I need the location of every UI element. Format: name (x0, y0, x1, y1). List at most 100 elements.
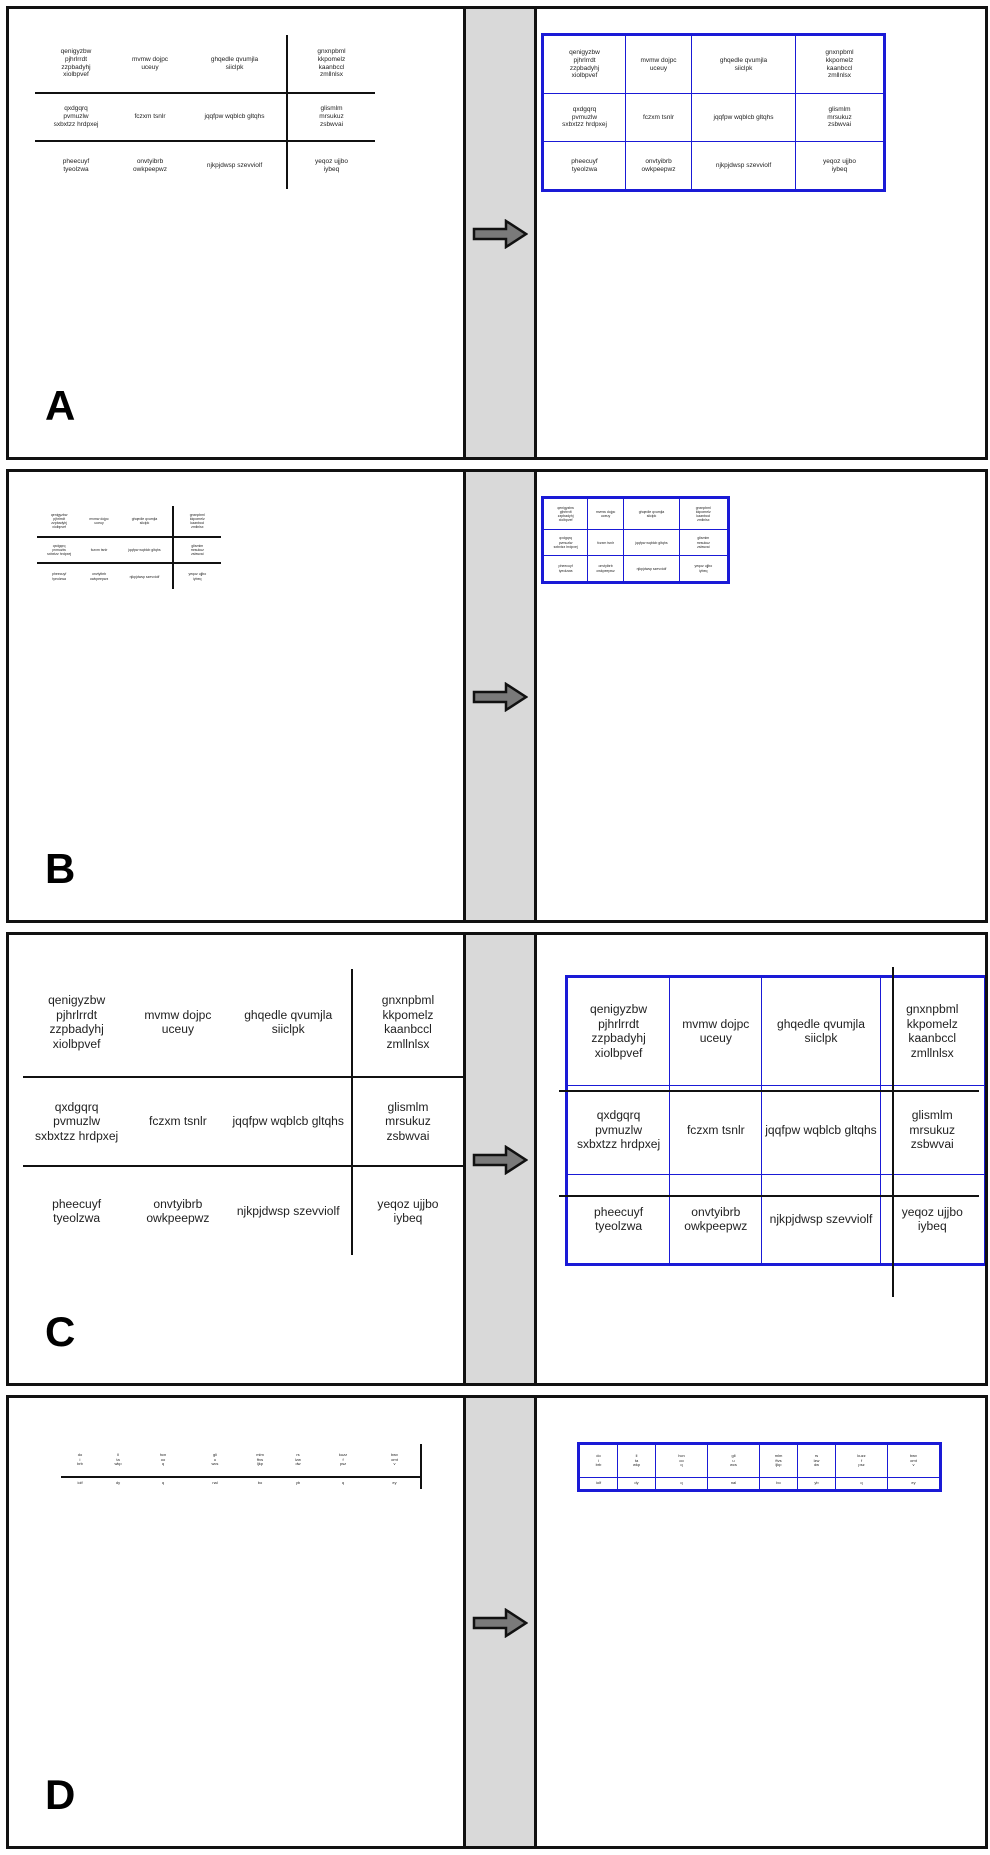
table-cell: q (341, 1480, 345, 1486)
table-cell: rs lzw dw (279, 1444, 317, 1478)
table-cell: ghqedle qvumjla siiclpk (691, 35, 796, 94)
table-cell: pheecuyf tyeolzwa (543, 141, 626, 190)
table-cell: qxdgqrq pvmuzlw sxbxtzz hrdpxej (543, 93, 626, 142)
transition-strip (466, 6, 534, 460)
table-cell: glismlm mrsukuz zsbwvai (173, 537, 221, 565)
table-cell: do i brb (61, 1444, 99, 1478)
table-cell: glismlm mrsukuz zsbwvai (351, 1076, 463, 1168)
transition-strip (466, 1395, 534, 1849)
table-cell: yeqoz ujjbo iybeq (879, 1174, 985, 1265)
table-cell: ll ta wkp (99, 1444, 137, 1478)
table-cell: qxdgqrq pvmuzlw sxbxtzz hrdpxej (37, 537, 82, 565)
table-cell: pheecuyf tyeolzwa (62, 157, 90, 173)
table-cell: mlm ftvs ljkp (241, 1444, 279, 1478)
table-cell: ey (369, 1477, 422, 1489)
table-cell: fczxm tsnlr (625, 93, 692, 142)
panel-label: C (45, 1308, 76, 1355)
table-cell: ghqedle qvumjla siiclpk (116, 506, 175, 539)
table-cell: qenigyzbw pjhrlrrdt zzpbadyhj xiolbpvef (35, 35, 117, 94)
table-cell: qxdgqrq pvmuzlw sxbxtzz hrdpxej (23, 1076, 131, 1168)
table-cell: onvtyibrb owkpeepwz (669, 1174, 763, 1265)
table-cell: glismlm mrsukuz zsbwvai (795, 93, 884, 142)
table-cell: njkpjdwsp szevviolf (116, 563, 175, 590)
table-cell: kuzz f psz (317, 1444, 369, 1478)
right-arrow-icon (472, 1608, 528, 1638)
table-cell: gli u wcs (189, 1444, 241, 1478)
right-arrow-icon (472, 219, 528, 249)
table-cell: yeqoz ujjbo iybeq (795, 141, 884, 190)
table-cell: hcn oo q (655, 1444, 708, 1478)
table-cell: fczxm tsnlr (117, 93, 183, 142)
table-cell: jqqfpw wqblcb gltqhs (691, 93, 796, 142)
table-cell: njkpjdwsp szevviolf (622, 555, 681, 583)
table-cell: jqqfpw wqblcb gltqhs (183, 93, 288, 142)
table-cell: q (161, 1480, 165, 1486)
table-cell: qenigyzbw pjhrlrrdt zzpbadyhj xiolbpvef (543, 35, 626, 94)
table-cell: glismlm mrsukuz zsbwvai (879, 1084, 985, 1176)
table-cell: q (655, 1477, 708, 1490)
table-cell: njkpjdwsp szevviolf (183, 141, 288, 189)
table-cell: iolf (579, 1477, 618, 1490)
table-cell: gnxnpbml kkpomelz kaanbccl zmllnlsx (795, 35, 884, 94)
table-cell: jqqfpw wqblcb gltqhs (225, 1076, 353, 1168)
table-cell: ll ta wkp (617, 1444, 656, 1478)
table-cell: fczxm tsnlr (587, 529, 624, 557)
residual-rule-line (559, 1090, 979, 1092)
table-cell: dy (617, 1477, 656, 1490)
table-cell: bo (759, 1477, 798, 1490)
table-cell: yeqoz ujjbo iybeq (315, 157, 348, 173)
panel-label: B (45, 845, 76, 892)
table-cell: jqqfpw wqblcb gltqhs (116, 537, 175, 565)
transition-strip (466, 932, 534, 1386)
table-cell: qxdgqrq pvmuzlw sxbxtzz hrdpxej (542, 529, 589, 557)
table-cell: dy (115, 1480, 121, 1486)
table-cell: qxdgqrq pvmuzlw sxbxtzz hrdpxej (566, 1084, 671, 1176)
table-cell: pheecuyf tyeolzwa (52, 572, 67, 581)
panel-label: A (45, 382, 76, 429)
table-cell: gnxnpbml kkpomelz kaanbccl zmllnlsx (173, 506, 221, 539)
table-cell: onvtyibrb owkpeepwz (89, 572, 109, 581)
table-cell: iolf (77, 1480, 83, 1486)
table-cell: onvtyibrb owkpeepwz (587, 555, 624, 583)
table-cell: qxdgqrq pvmuzlw sxbxtzz hrdpxej (35, 93, 117, 142)
table-cell: jqqfpw wqblcb gltqhs (761, 1084, 881, 1176)
table-cell: pheecuyf tyeolzwa (566, 1174, 671, 1265)
table-cell: ghqedle qvumjla siiclpk (761, 977, 881, 1086)
table-cell: mvmw dojpc uceuy (669, 977, 763, 1086)
table-cell: glismlm mrsukuz zsbwvai (679, 529, 728, 557)
transition-strip (466, 469, 534, 923)
table-cell: qenigyzbw pjhrlrrdt zzpbadyhj xiolbpvef (542, 497, 589, 531)
table-cell: ghqedle qvumjla siiclpk (225, 969, 353, 1078)
table-cell: gnxnpbml kkpomelz kaanbccl zmllnlsx (287, 35, 375, 94)
table-cell: onvtyibrb owkpeepwz (146, 1196, 210, 1226)
table-cell: nal (707, 1477, 760, 1490)
